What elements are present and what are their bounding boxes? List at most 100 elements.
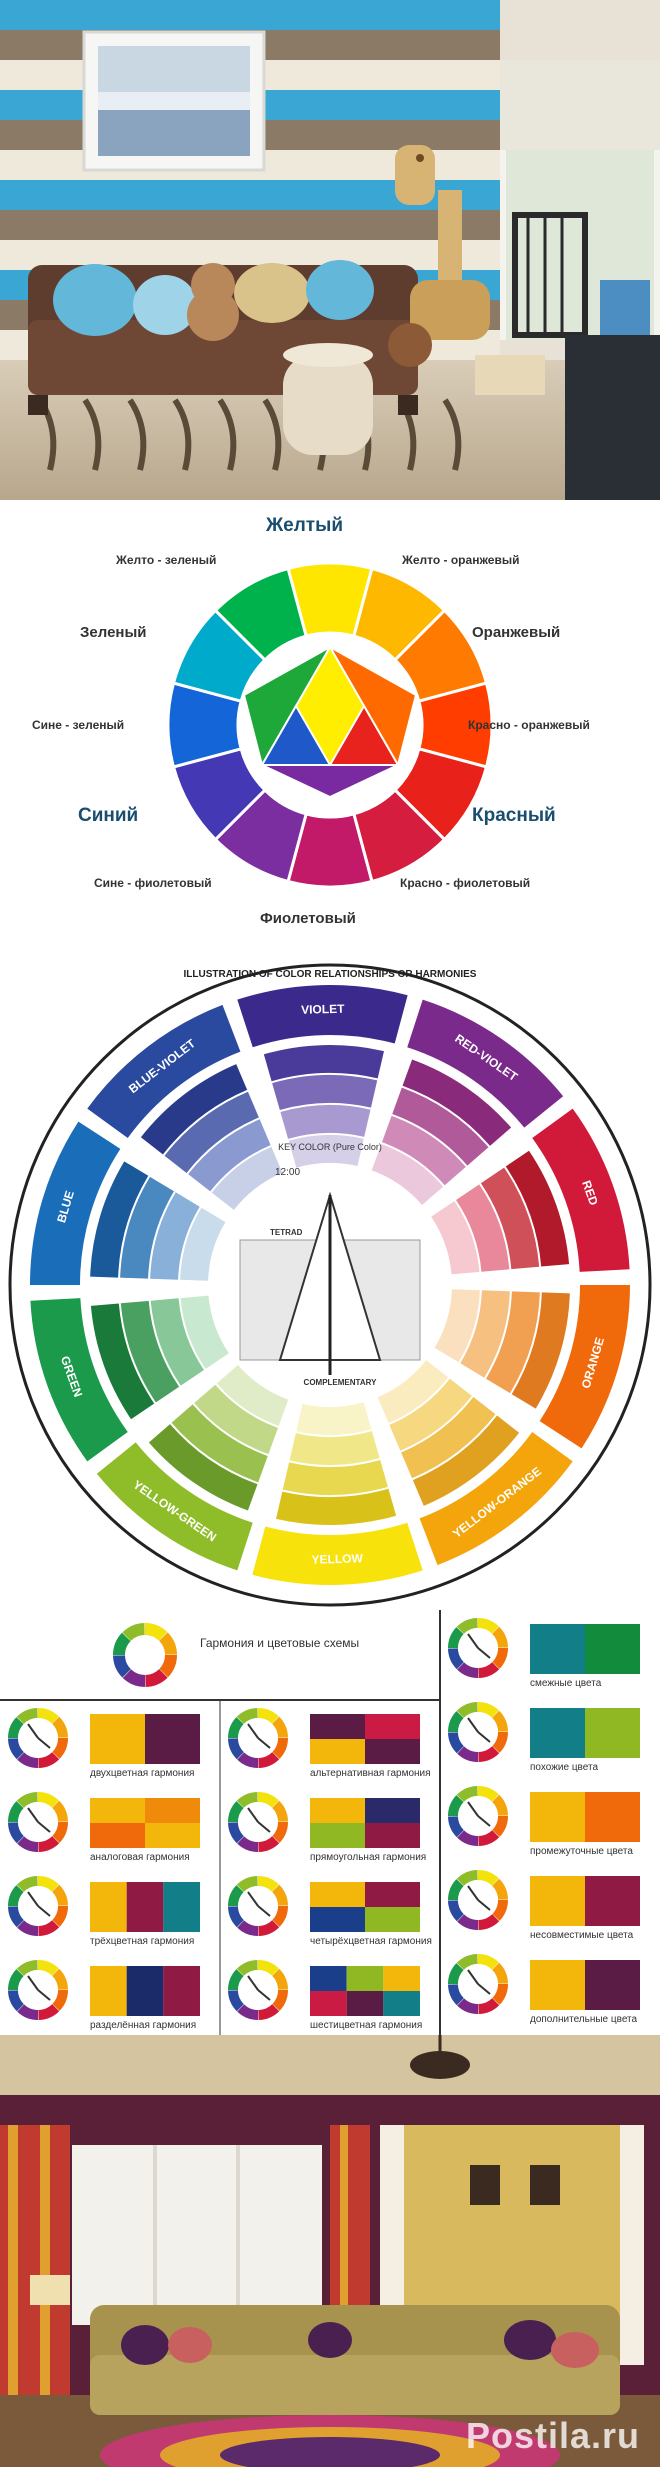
label-red: Красный [472,805,556,826]
harmony-icon-segment [448,1648,464,1670]
en-wheel-segment [30,1121,121,1285]
en-wheel-shade [486,1291,540,1394]
living-room-photo-striped [0,0,660,500]
en-wheel-shade [381,1115,466,1186]
harmony-icon-segment [456,1618,478,1634]
en-wheel-shade [460,1290,510,1378]
harmony-swatch [585,1792,640,1842]
harmony-swatch [145,1714,200,1764]
harmony-swatch [90,1882,127,1932]
en-wheel-shade [90,1161,149,1278]
harmony-icon-segment [492,1648,508,1669]
harmony-icon-segment [237,2004,258,2020]
svg-text:12:00: 12:00 [275,1167,300,1178]
label-green: Зеленый [80,624,147,641]
en-wheel-shade [412,1415,520,1506]
harmony-icon-segment [38,1876,59,1892]
harmony-icon-segment [448,1984,464,2006]
wall-stripe [0,210,500,240]
harmony-caption: промежуточные цвета [530,1846,633,1857]
harmony-icon-segment [228,1906,244,1928]
harmony-icon-segment [17,1752,38,1768]
harmony-swatch [365,1907,420,1932]
harmony-icon-segment [258,1876,279,1892]
harmony-icon-segment [52,1800,68,1822]
en-wheel-shade [140,1064,248,1155]
harmony-icon-segment [228,1717,244,1738]
harmony-swatch [365,1798,420,1823]
harmony-icon-segment [52,1822,68,1843]
en-wheel-segment [87,1004,241,1139]
en-wheel-segment [407,999,564,1128]
harmony-icon-segment [228,1990,244,2012]
harmony-caption: аналоговая гармония [90,1852,190,1863]
harmony-swatch [365,1882,420,1907]
harmony-icon-segment [272,1800,288,1822]
harmony-icon-segment [272,1884,288,1906]
harmony-swatch [310,1798,365,1823]
en-wheel-segment [532,1108,630,1272]
en-wheel-shade [90,1303,155,1420]
harmony-icon-segment [16,1960,38,1976]
harmony-swatch [126,1882,164,1932]
harmony-swatch [365,1823,420,1848]
harmony-caption: прямоугольная гармония [310,1852,427,1863]
harmony-icon-segment [457,1746,478,1762]
en-wheel-segment [539,1285,630,1449]
harmony-swatch [585,1708,640,1758]
harmony-swatch [310,1739,365,1764]
harmony-swatch [346,1966,384,1991]
en-wheel-shade [431,1201,480,1275]
harmony-icon-segment [52,1906,68,1927]
harmony-icon-segment [8,1990,24,2012]
harmony-icon-segment [237,1920,258,1936]
harmony-icon-segment [456,1954,478,1970]
harmony-icon-segment [8,1885,24,1906]
en-wheel-shade [456,1184,510,1272]
harmony-swatch [90,1966,127,2016]
label-red-violet: Красно - фиолетовый [400,876,531,890]
en-wheel-shade [371,1144,444,1205]
harmony-icon-segment [448,1900,464,1922]
harmony-icon-segment [448,1732,464,1754]
harmony-icon-segment [258,1960,279,1976]
harmony-swatch [365,1739,420,1764]
harmony-icon-segment [16,1708,38,1724]
harmony-caption: трёхцветная гармония [90,1936,195,1947]
harmony-icon-segment [8,1801,24,1822]
watermark: Postila.ru [465,2415,640,2456]
label-violet: Фиолетовый [260,910,356,927]
harmony-icon-segment [492,1878,508,1900]
en-wheel-shade [392,1087,489,1166]
harmony-icon-segment [448,1627,464,1648]
harmony-caption: альтернативная гармония [310,1768,431,1779]
en-wheel-shade [120,1300,180,1403]
en-wheel-shade [150,1192,200,1280]
harmony-icon-segment [237,1836,258,1852]
harmony-icon-segment [478,1662,500,1678]
harmony-icon-segment [478,1830,500,1846]
en-wheel-shade [282,1459,388,1495]
label-blue-green: Сине - зеленый [32,718,125,732]
en-wheel-shade [164,1091,259,1173]
harmony-icon-segment [478,1914,500,1930]
en-wheel-segment [237,985,408,1048]
en-segment-label: VIOLET [301,1002,345,1017]
harmony-icon-segment [492,1732,508,1753]
en-wheel-shade [180,1207,226,1281]
harmony-swatch [90,1823,145,1848]
harmony-icon-segment [236,1792,258,1808]
svg-text:KEY COLOR (Pure Color): KEY COLOR (Pure Color) [278,1142,382,1152]
en-wheel-shade [272,1075,378,1111]
harmony-icon-segment [237,1752,258,1768]
en-wheel-shade [402,1059,512,1146]
harmony-icon-segment [456,1702,478,1718]
en-wheel-segment [96,1442,253,1571]
harmony-icon-segment [38,2004,60,2020]
en-wheel-shade [377,1360,449,1424]
color-wheel-ru [166,561,494,889]
harmony-icon-segment [52,1990,68,2011]
harmony-swatch [145,1823,200,1848]
en-segment-label: YELLOW [311,1551,363,1566]
harmony-icon-segment [52,1968,68,1990]
